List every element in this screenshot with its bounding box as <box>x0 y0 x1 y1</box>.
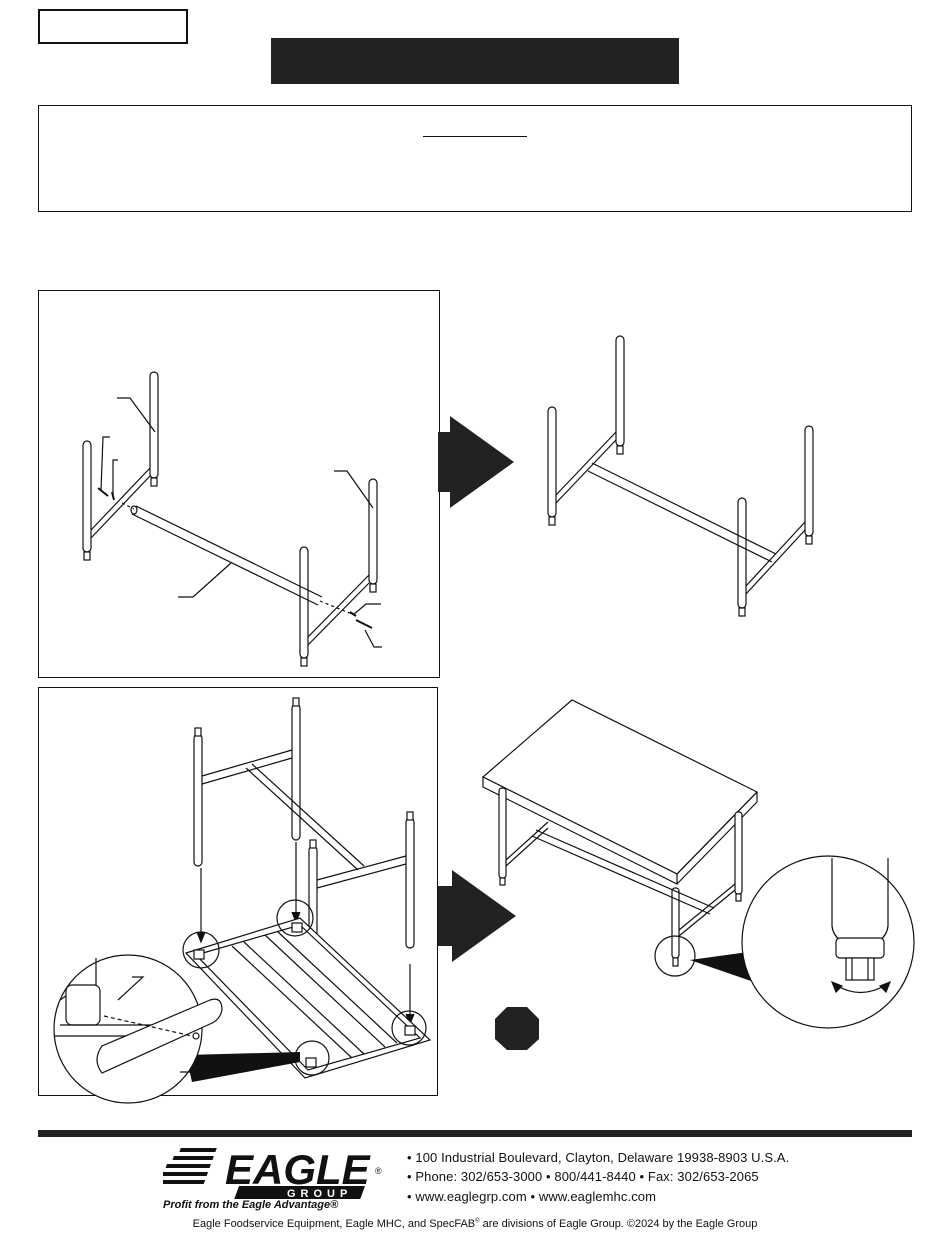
footer-legal: Eagle Foodservice Equipment, Eagle MHC, … <box>0 1218 950 1230</box>
right-arrow-icon <box>438 870 516 962</box>
stop-octagon-icon <box>495 1007 539 1050</box>
document-tag-box <box>38 9 188 44</box>
step-panel-top-attachment <box>38 687 438 1096</box>
notice-box <box>38 105 912 212</box>
footer-rule <box>38 1130 912 1137</box>
svg-text:EAGLE: EAGLE <box>225 1146 372 1193</box>
assembled-frame-illustration <box>547 335 814 617</box>
notice-heading-rule <box>423 136 527 137</box>
footer-address: • 100 Industrial Boulevard, Clayton, Del… <box>407 1150 790 1165</box>
eagle-group-logo: EAGLE GROUP ® <box>163 1146 382 1200</box>
fastener-detail-callout <box>53 954 300 1104</box>
leveling-foot-detail <box>741 855 915 1029</box>
legal-prefix: Eagle Foodservice Equipment, Eagle MHC, … <box>192 1218 476 1230</box>
footer-web: • www.eaglegrp.com • www.eaglemhc.com <box>407 1189 656 1204</box>
logo-tagline: Profit from the Eagle Advantage® <box>163 1199 339 1211</box>
registered-mark: ® <box>475 1218 480 1225</box>
svg-text:®: ® <box>375 1166 382 1176</box>
right-arrow-icon <box>438 416 514 508</box>
title-bar <box>271 38 679 84</box>
inverted-frame-illustration <box>182 697 432 1079</box>
svg-text:GROUP: GROUP <box>287 1188 352 1200</box>
exploded-frame-illustration <box>82 371 382 667</box>
legal-suffix: are divisions of Eagle Group. ©2024 by t… <box>479 1218 758 1230</box>
footer-phone: • Phone: 302/653-3000 • 800/441-8440 • F… <box>407 1169 759 1184</box>
finished-table-illustration <box>481 699 759 982</box>
footer-web-links[interactable]: • www.eaglegrp.com • www.eaglemhc.com <box>407 1189 657 1204</box>
